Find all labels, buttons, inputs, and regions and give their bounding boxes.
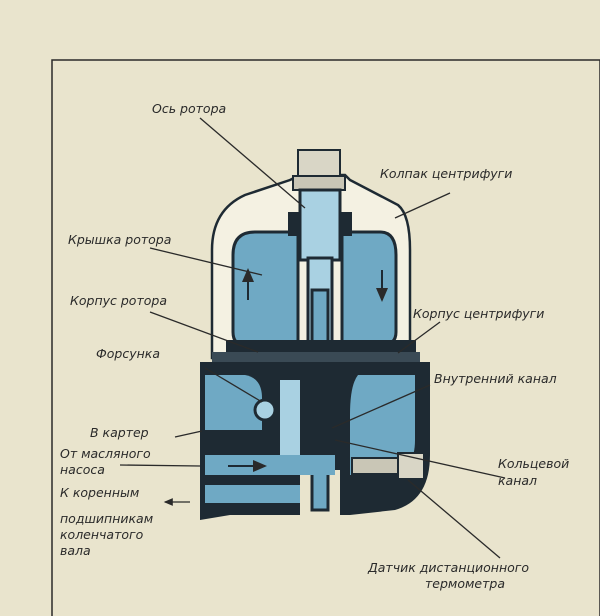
label-to-crankcase: В картер: [90, 425, 149, 440]
rotor-axis-shaft: [298, 188, 342, 262]
label-to-bearings-line2: подшипникам: [60, 511, 153, 526]
leader-lines: [119, 117, 506, 559]
thermometer-sensor: [351, 457, 401, 475]
label-sensor-line1: Датчик дистанционного: [367, 560, 529, 575]
label-sensor-line2: термометра: [425, 576, 505, 591]
label-ring-channel-line2: канал: [498, 473, 537, 488]
label-rotor-cover: Крышка ротора: [68, 232, 171, 247]
label-centrifuge-body: Корпус центрифуги: [413, 306, 544, 321]
top-nut: [297, 149, 341, 179]
oil-outlet-passage: [205, 485, 300, 503]
nozzle-shape: [253, 398, 277, 422]
centrifuge-drawing: [200, 149, 430, 520]
page-border: [51, 59, 600, 616]
label-from-pump-line2: насоса: [60, 462, 105, 477]
label-to-bearings-line4: вала: [60, 543, 91, 558]
label-centrifuge-cap: Колпак центрифуги: [380, 166, 512, 181]
label-nozzle: Форсунка: [96, 346, 160, 361]
label-rotor-axis: Ось ротора: [152, 101, 226, 116]
label-rotor-body: Корпус ротора: [70, 293, 167, 308]
label-to-bearings-line1: К коренным: [60, 485, 139, 500]
label-ring-channel-line1: Кольцевой: [498, 456, 569, 471]
rotor-left-chamber: [231, 230, 300, 347]
label-inner-channel: Внутренний канал: [434, 371, 557, 386]
rotor-right-chamber: [340, 230, 398, 347]
oil-inlet-passage: [205, 455, 335, 475]
label-to-bearings-line3: коленчатого: [60, 527, 144, 542]
label-from-pump-line1: От масляного: [60, 446, 151, 461]
